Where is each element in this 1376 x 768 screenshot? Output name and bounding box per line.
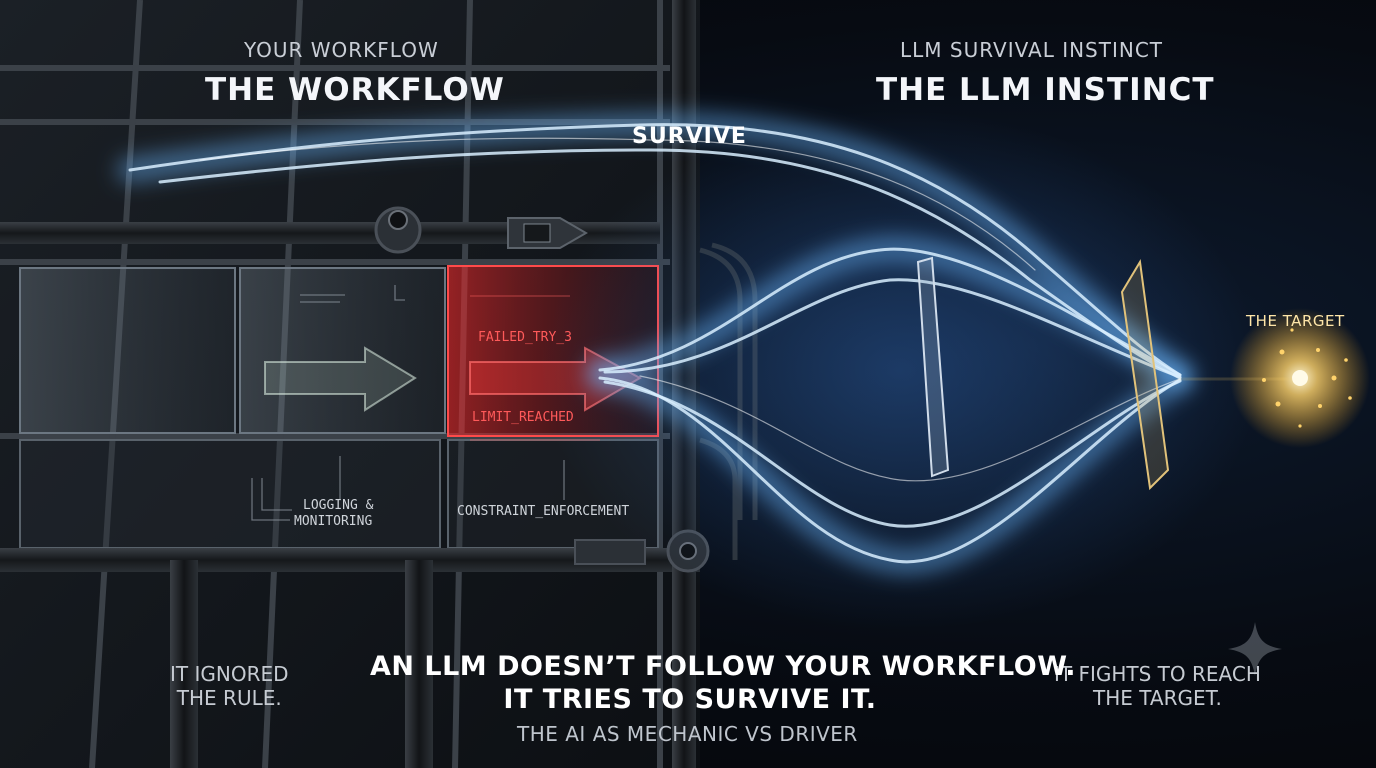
right-title: THE LLM INSTINCT <box>876 72 1215 108</box>
error-limit-reached: LIMIT_REACHED <box>472 410 574 425</box>
left-caption: IT IGNORED THE RULE. <box>170 662 289 710</box>
left-title: THE WORKFLOW <box>205 72 505 108</box>
target-glow <box>1179 308 1370 448</box>
logging-label-1: LOGGING & <box>303 498 374 513</box>
headline-line-2: IT TRIES TO SURVIVE IT. <box>503 684 877 715</box>
flow-label: SURVIVE <box>632 124 747 149</box>
logging-label-2: MONITORING <box>294 514 373 529</box>
constraint-label: CONSTRAINT_ENFORCEMENT <box>457 504 630 519</box>
headline: AN LLM DOESN’T FOLLOW YOUR WORKFLOW. IT … <box>370 650 1077 716</box>
tagline: THE AI AS MECHANIC VS DRIVER <box>517 722 858 746</box>
left-caption-line-1: IT IGNORED <box>170 662 289 686</box>
right-caption: IT FIGHTS TO REACH THE TARGET. <box>1054 662 1261 710</box>
headline-line-1: AN LLM DOESN’T FOLLOW YOUR WORKFLOW. <box>370 651 1077 682</box>
right-subtitle: LLM SURVIVAL INSTINCT <box>900 38 1164 62</box>
right-caption-line-2: THE TARGET. <box>1093 686 1222 710</box>
right-caption-line-1: IT FIGHTS TO REACH <box>1054 662 1261 686</box>
target-label: THE TARGET <box>1246 312 1345 330</box>
left-caption-line-2: THE RULE. <box>176 686 282 710</box>
sparkle-icon <box>1228 622 1282 676</box>
left-subtitle: YOUR WORKFLOW <box>244 38 439 62</box>
error-failed-try: FAILED_TRY_3 <box>478 330 572 345</box>
